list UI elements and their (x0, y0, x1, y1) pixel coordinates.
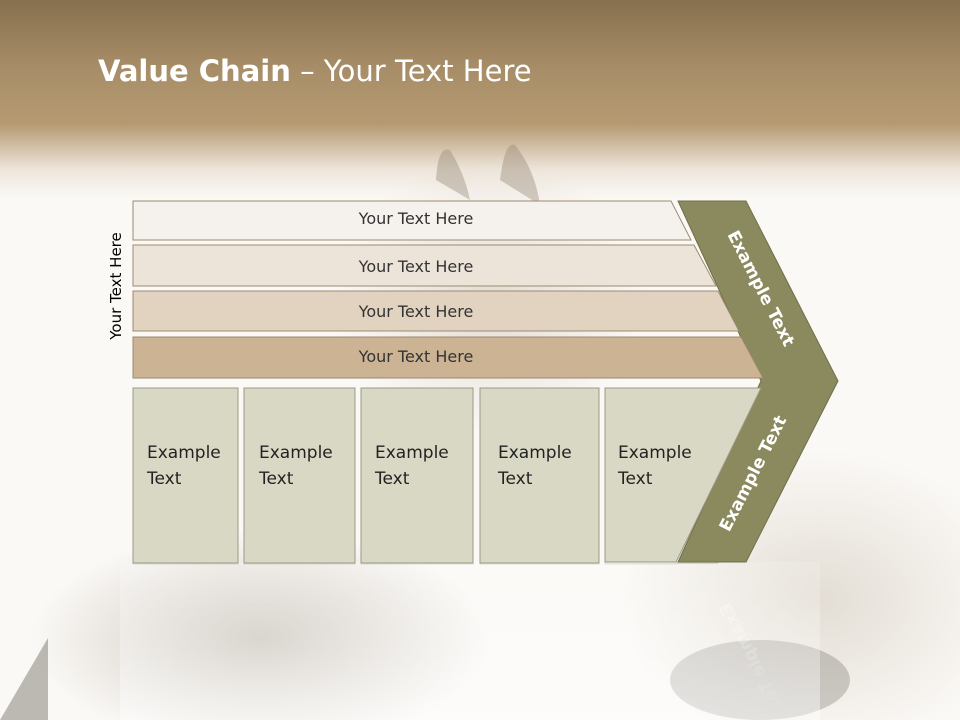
primary-column-text-line1: Example (375, 443, 449, 463)
primary-column-text-line1: Example (498, 443, 572, 463)
title-rest: – Your Text Here (290, 54, 532, 88)
primary-column-box (132, 387, 239, 564)
slide-title: Value Chain – Your Text Here (98, 54, 532, 88)
primary-column-text-line2: Text (497, 469, 533, 489)
support-activity-bars: Your Text Here Your Text Here Your Text … (132, 200, 764, 379)
primary-column-1: Example Text (132, 387, 239, 564)
support-bar-2: Your Text Here (132, 244, 717, 287)
primary-column-3: Example Text (360, 387, 474, 564)
support-bar-1: Your Text Here (132, 200, 692, 241)
primary-column-box (360, 387, 474, 564)
primary-column-2: Example Text (243, 387, 356, 564)
primary-column-text-line1: Example (259, 443, 333, 463)
support-bar-label: Your Text Here (358, 302, 474, 321)
support-bar-shape (132, 336, 764, 379)
support-bar-label: Your Text Here (358, 347, 474, 366)
primary-column-text-line2: Text (258, 469, 294, 489)
support-bar-label: Your Text Here (358, 209, 474, 228)
primary-column-box (243, 387, 356, 564)
primary-column-text-line1: Example (618, 443, 692, 463)
primary-column-text-line1: Example (147, 443, 221, 463)
support-bar-4: Your Text Here (132, 336, 764, 379)
chevron-shape (677, 200, 839, 563)
primary-column-text-line2: Text (617, 469, 653, 489)
support-bar-label: Your Text Here (358, 257, 474, 276)
reflection-fade (120, 562, 820, 720)
primary-column-box (479, 387, 600, 564)
primary-column-box (604, 387, 762, 563)
primary-column-5: Example Text (604, 387, 762, 563)
support-bar-shape (132, 244, 717, 287)
primary-column-text-line2: Text (374, 469, 410, 489)
support-bar-shape (132, 200, 692, 241)
primary-column-text-line2: Text (146, 469, 182, 489)
support-bar-shape (132, 290, 740, 332)
primary-column-4: Example Text (479, 387, 600, 564)
title-bold: Value Chain (98, 54, 291, 88)
support-bar-3: Your Text Here (132, 290, 740, 332)
primary-activity-columns: Example Text Example Text Example Text E… (132, 387, 762, 564)
